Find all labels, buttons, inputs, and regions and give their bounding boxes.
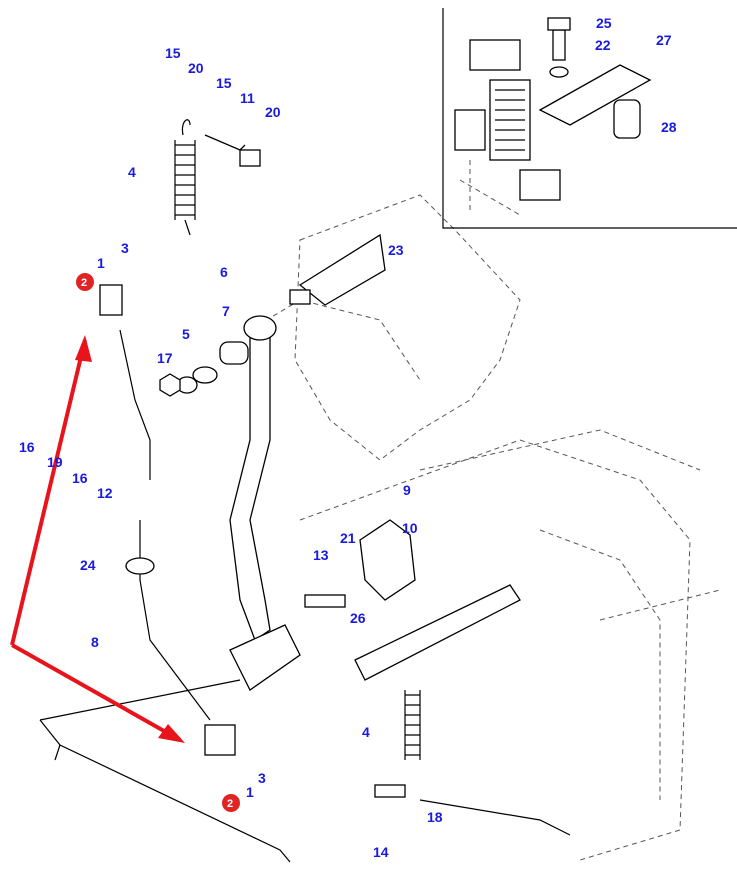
- part-number-label: 14: [373, 844, 389, 860]
- part-number-label: 26: [350, 610, 366, 626]
- inset-panel: [442, 8, 737, 229]
- callout-arrows: [10, 335, 185, 743]
- part-number-label: 28: [661, 119, 677, 135]
- badge-text: 2: [81, 277, 87, 289]
- part-number-label: 5: [182, 326, 190, 342]
- part-number-label: 3: [258, 770, 266, 786]
- part-number-label: 19: [47, 454, 63, 470]
- part-number-label: 16: [72, 470, 88, 486]
- part-number-label: 10: [402, 520, 418, 536]
- part-number-label: 7: [222, 303, 230, 319]
- part-number-label: 27: [656, 32, 672, 48]
- part-number-label: 21: [340, 530, 356, 546]
- badge-text: 2: [227, 798, 233, 810]
- part-number-label: 1: [97, 255, 105, 271]
- part-number-label: 20: [188, 60, 204, 76]
- part-number-label: 11: [240, 90, 255, 106]
- part-number-label: 4: [362, 724, 370, 740]
- brake-pedal: [159, 233, 386, 691]
- part-number-label: 22: [595, 37, 611, 53]
- part-number-label: 18: [427, 809, 443, 825]
- part-number-label: 4: [128, 164, 136, 180]
- part-number-label: 13: [313, 547, 329, 563]
- part-number-label: 8: [91, 634, 99, 650]
- part-number-label: 15: [216, 75, 232, 91]
- springs: [174, 119, 421, 760]
- part-number-label: 23: [388, 242, 404, 258]
- part-number-label: 15: [165, 45, 181, 61]
- part-number-label: 3: [121, 240, 129, 256]
- part-number-label: 16: [19, 439, 35, 455]
- callout-badge-bottom: 2: [222, 794, 240, 812]
- callout-badge-top: 2: [76, 273, 94, 291]
- cable: [99, 284, 521, 798]
- part-number-label: 12: [97, 485, 113, 501]
- chassis-outline: [39, 194, 721, 863]
- part-number-label: 9: [403, 482, 411, 498]
- part-number-label: 6: [220, 264, 228, 280]
- part-number-label: 24: [80, 557, 96, 573]
- part-number-label: 20: [265, 104, 281, 120]
- part-number-label: 25: [596, 15, 612, 31]
- part-number-label: 17: [157, 350, 173, 366]
- part-number-label: 1: [246, 784, 254, 800]
